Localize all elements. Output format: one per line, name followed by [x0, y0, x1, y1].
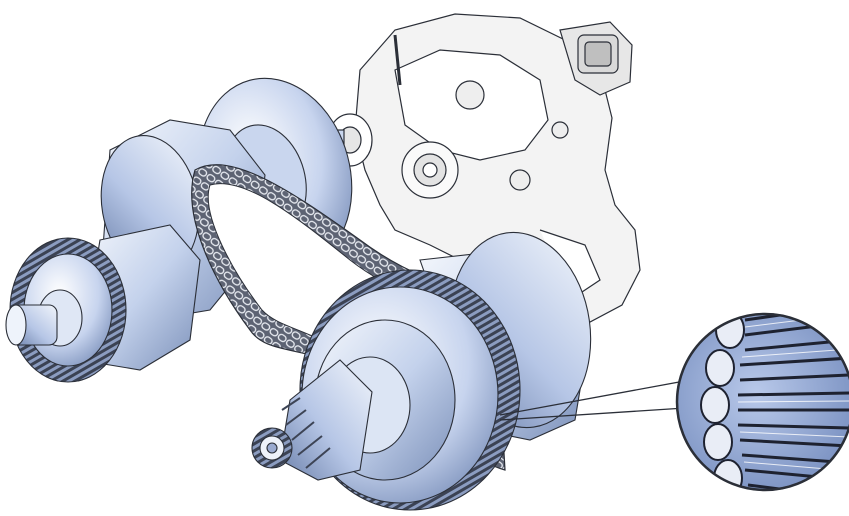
input-gear [5, 224, 201, 383]
output-bevel-gear [251, 359, 373, 481]
chain-magnifier [499, 312, 849, 492]
hydraulic-pump [317, 13, 641, 323]
